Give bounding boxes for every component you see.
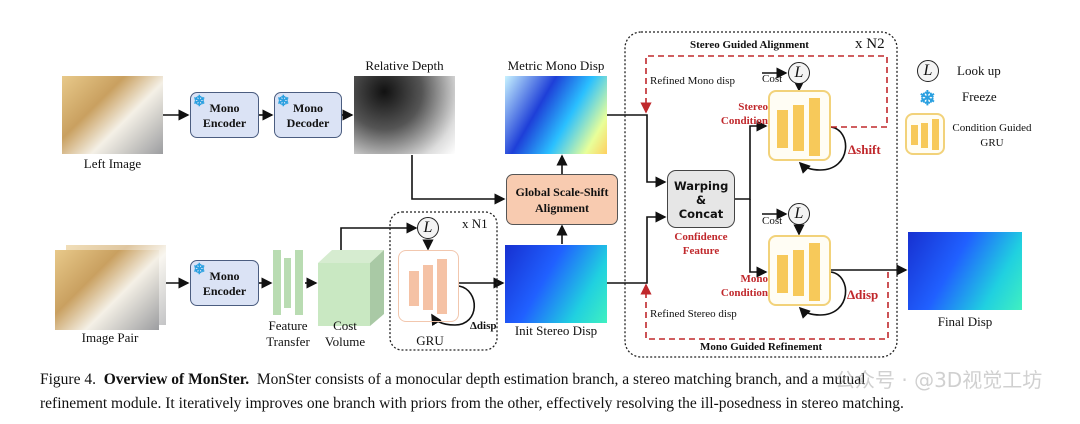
gru-block bbox=[398, 250, 459, 322]
lookup-icon: L bbox=[788, 62, 810, 84]
condition-guided-gru-bottom bbox=[768, 235, 831, 306]
gru-delta-disp: Δdisp bbox=[470, 320, 497, 332]
repeat-n2-label: x N2 bbox=[855, 36, 885, 52]
refined-mono-disp-label: Refined Mono disp bbox=[650, 75, 735, 87]
lookup-icon: L bbox=[417, 217, 439, 239]
caption-title: Overview of MonSter. bbox=[103, 371, 250, 388]
init-stereo-disp-image bbox=[505, 245, 607, 323]
condition-guided-gru-top bbox=[768, 90, 831, 161]
metric-mono-disp-image bbox=[505, 76, 607, 154]
relative-depth-label: Relative Depth bbox=[365, 58, 444, 73]
repeat-n1-label: x N1 bbox=[462, 216, 488, 231]
freeze-icon: ❄ bbox=[193, 262, 206, 278]
feature-transfer-bars bbox=[273, 250, 303, 315]
caption-text-1: MonSter consists of a monocular depth es… bbox=[256, 371, 866, 388]
caption-prefix: Figure 4. bbox=[40, 371, 96, 388]
gru-label: GRU bbox=[416, 333, 444, 348]
metric-mono-disp-label: Metric Mono Disp bbox=[507, 58, 605, 73]
delta-shift-label: Δshift bbox=[848, 142, 881, 157]
legend-lookup-icon: L bbox=[917, 60, 939, 82]
legend-gru-icon bbox=[905, 113, 945, 155]
relative-depth-image bbox=[354, 76, 455, 154]
init-stereo-disp-label: Init Stereo Disp bbox=[514, 323, 598, 338]
refined-stereo-disp-label: Refined Stereo disp bbox=[650, 308, 737, 320]
cost-volume-label: Cost Volume bbox=[324, 318, 366, 349]
freeze-icon: ❄ bbox=[277, 94, 290, 110]
feature-transfer-label: Feature Transfer bbox=[266, 318, 310, 349]
mono-condition-label: Mono Condition bbox=[720, 273, 768, 299]
freeze-icon: ❄ bbox=[193, 94, 206, 110]
image-pair-photo bbox=[55, 250, 159, 330]
stereo-condition-label: Stereo Condition bbox=[720, 101, 768, 127]
mono-encoder-top: Mono Encoder bbox=[190, 92, 259, 138]
mono-encoder-label: Mono Encoder bbox=[202, 269, 247, 298]
legend-condition-guided-gru: Condition Guided GRU bbox=[952, 122, 1032, 149]
cost-label-bottom: Cost bbox=[762, 215, 783, 227]
confidence-feature-label: Confidence Feature bbox=[674, 231, 728, 257]
lookup-icon: L bbox=[788, 203, 810, 225]
mono-encoder-label: Mono Encoder bbox=[202, 101, 247, 130]
final-disp-label: Final Disp bbox=[937, 314, 993, 329]
caption-line-2: refinement module. It iteratively improv… bbox=[40, 395, 904, 412]
global-scale-shift-alignment-box: Global Scale-Shift Alignment bbox=[506, 174, 618, 225]
legend-freeze: Freeze bbox=[962, 89, 997, 104]
left-image-photo bbox=[62, 76, 163, 154]
stereo-guided-alignment-label: Stereo Guided Alignment bbox=[690, 39, 809, 51]
mono-decoder-label: Mono Decoder bbox=[286, 101, 330, 130]
warping-concat-box: Warping & Concat bbox=[667, 170, 735, 228]
cost-volume-cube bbox=[318, 250, 384, 326]
legend-freeze-icon: ❄ bbox=[919, 88, 936, 110]
legend-look-up: Look up bbox=[957, 63, 1001, 78]
delta-disp-label: Δdisp bbox=[847, 287, 879, 302]
watermark: 公众号 · @3D视觉工坊 bbox=[835, 368, 1043, 392]
mono-decoder: Mono Decoder bbox=[274, 92, 342, 138]
caption-line-1: Figure 4. Overview of MonSter. MonSter c… bbox=[40, 371, 865, 389]
mono-guided-refinement-label: Mono Guided Refinement bbox=[700, 341, 823, 353]
image-pair-label: Image Pair bbox=[81, 330, 139, 345]
cost-label-top: Cost bbox=[762, 73, 783, 85]
final-disp-image bbox=[908, 232, 1022, 310]
left-image-label: Left Image bbox=[83, 156, 142, 171]
mono-encoder-bottom: Mono Encoder bbox=[190, 260, 259, 306]
